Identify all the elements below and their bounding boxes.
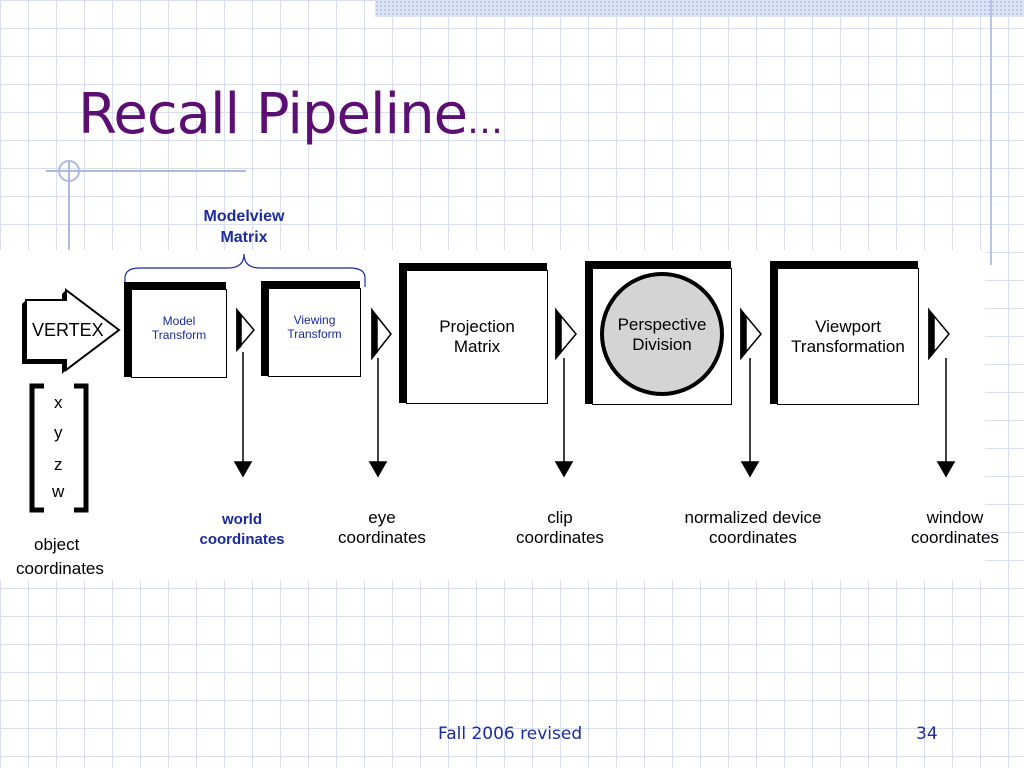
model-transform-line2: Transform [151, 327, 207, 342]
title-vertical-rule [68, 160, 70, 270]
perspective-division-line2: Division [632, 334, 692, 354]
ndc-coordinates-line2: coordinates [709, 528, 797, 548]
down-arrow-ndc [740, 358, 760, 478]
model-transform-label: Model Transform [131, 314, 227, 343]
object-coordinates-line1: object [34, 535, 80, 554]
modelview-label-line2: Matrix [220, 228, 268, 246]
model-transform-line1: Model [162, 314, 196, 328]
viewing-transform-line1: Viewing [293, 313, 336, 327]
object-coordinates-line2: coordinates [16, 559, 104, 579]
eye-coordinates-label: eye coordinates [322, 508, 442, 549]
clip-coordinates-label: clip coordinates [500, 508, 620, 549]
eye-coordinates-line2: coordinates [338, 528, 426, 548]
clip-coordinates-line1: clip [547, 508, 573, 527]
projection-matrix-label: Projection Matrix [406, 317, 548, 356]
model-transform-box [124, 282, 227, 378]
connector-arrow-5 [928, 307, 950, 361]
vertex-x: x [54, 393, 63, 412]
viewport-transformation-label: Viewport Transformation [777, 317, 919, 356]
connector-arrow-2 [371, 307, 392, 361]
viewing-transform-box [261, 281, 361, 377]
vertex-w: w [52, 482, 65, 501]
viewing-transform-label: Viewing Transform [268, 313, 361, 342]
vertex-y: y [54, 423, 63, 442]
viewport-transformation-box [770, 261, 919, 405]
connector-arrow-4 [740, 307, 762, 361]
ndc-coordinates-line1: normalized device [684, 508, 822, 527]
window-coordinates-label: window coordinates [895, 508, 1015, 549]
viewport-transformation-line1: Viewport [815, 317, 881, 336]
perspective-division-line1: Perspective [617, 315, 707, 334]
projection-matrix-box [399, 263, 548, 404]
vertex-z: z [54, 455, 63, 474]
projection-matrix-line2: Matrix [453, 336, 501, 356]
world-coordinates-line2: coordinates [199, 530, 285, 548]
window-coordinates-line2: coordinates [911, 528, 999, 548]
perspective-division-label: Perspective Division [592, 315, 732, 354]
title-ellipsis: … [467, 101, 503, 142]
projection-matrix-line1: Projection [439, 317, 515, 336]
page-number: 34 [916, 724, 938, 744]
object-coordinates-label: object coordinates [8, 535, 118, 580]
clip-coordinates-line2: coordinates [516, 528, 604, 548]
ndc-coordinates-label: normalized device coordinates [670, 508, 836, 549]
vertex-label: VERTEX [32, 320, 104, 340]
world-coordinates-line1: world [222, 511, 262, 528]
down-arrow-clip [554, 358, 574, 478]
footer-text: Fall 2006 revised [438, 724, 583, 744]
down-arrow-window [936, 358, 956, 478]
slide-title: Recall Pipeline… [78, 82, 503, 147]
top-decorative-band [375, 0, 1024, 17]
eye-coordinates-line1: eye [368, 508, 396, 527]
modelview-matrix-label: Modelview Matrix [184, 207, 304, 249]
viewport-transformation-line2: Transformation [791, 336, 905, 356]
modelview-label-line1: Modelview [203, 208, 285, 225]
world-coordinates-label: world coordinates [182, 510, 302, 549]
right-decorative-rule [990, 0, 992, 265]
window-coordinates-line1: window [926, 508, 984, 527]
perspective-division-circle [600, 272, 724, 396]
down-arrow-world [233, 352, 253, 478]
viewing-transform-line2: Transform [287, 326, 342, 341]
connector-arrow-3 [555, 307, 577, 361]
title-underline [46, 170, 246, 172]
connector-arrow-1 [236, 307, 255, 353]
title-ornament-circle [58, 160, 80, 182]
title-text: Recall Pipeline [78, 82, 468, 147]
down-arrow-eye [368, 358, 388, 478]
